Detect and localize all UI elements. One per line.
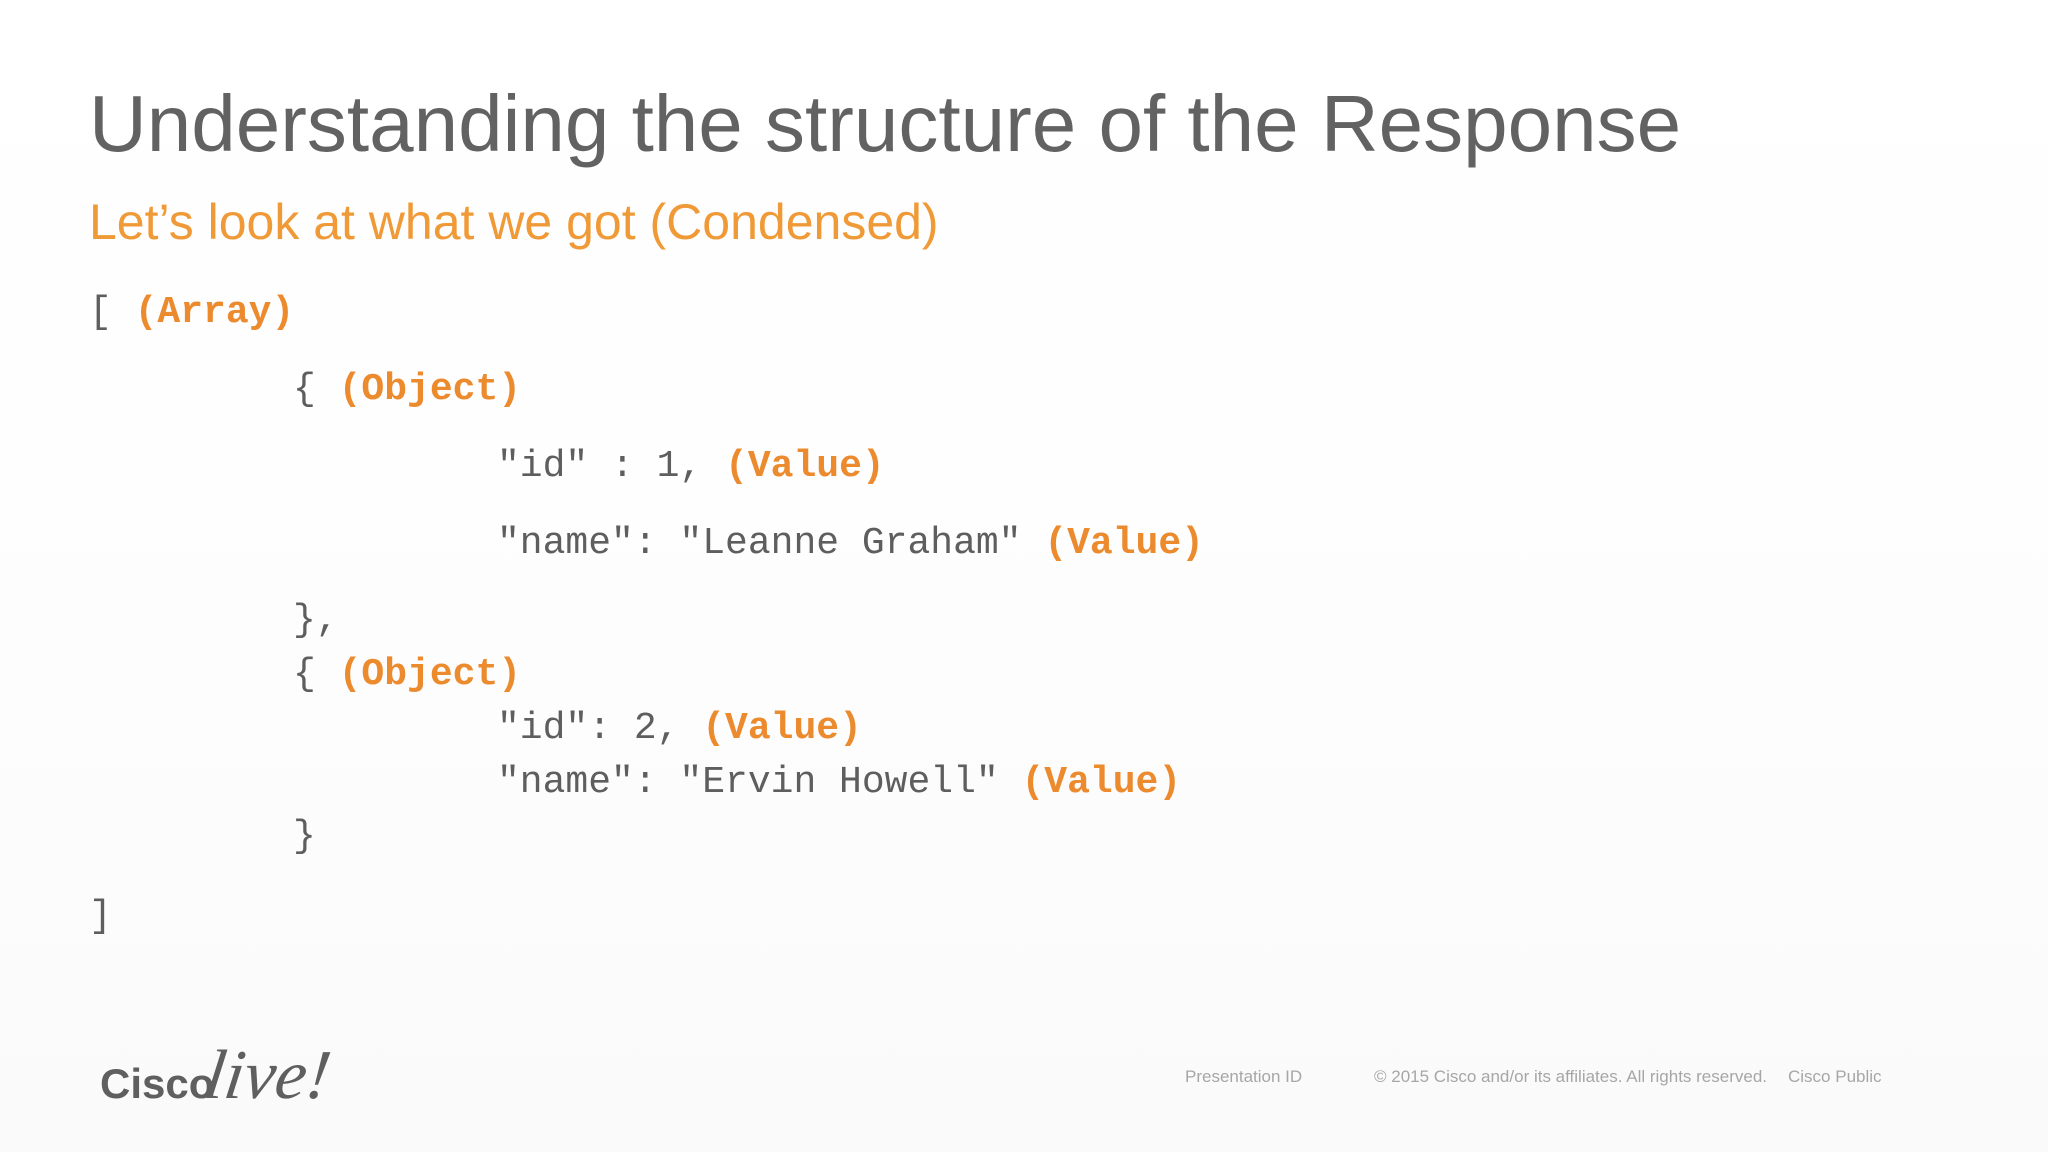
array-open-bracket: [ [89,291,112,334]
object1-name: "name": "Leanne Graham" [497,522,1022,565]
slide-subtitle: Let’s look at what we got (Condensed) [89,194,939,250]
object1-name-annotation: (Value) [1044,522,1204,565]
code-line-object1-id: "id" : 1, (Value) [497,448,885,486]
code-line-object1-name: "name": "Leanne Graham" (Value) [497,525,1204,563]
code-line-object2-open: { (Object) [293,656,521,694]
object1-id: "id" : 1, [497,445,703,488]
object1-open-brace: { [293,368,316,411]
object2-annotation: (Object) [338,653,522,696]
logo-cisco-text: Cisco [100,1060,214,1107]
object2-id-annotation: (Value) [702,707,862,750]
code-line-object2-name: "name": "Ervin Howell" (Value) [497,764,1181,802]
array-annotation: (Array) [134,291,295,334]
code-line-object2-id: "id": 2, (Value) [497,710,862,748]
code-line-array-close: ] [89,895,112,938]
cisco-live-logo: Cisco live! [100,1036,336,1114]
logo-live-text: live! [201,1036,336,1114]
footer-copyright: © 2015 Cisco and/or its affiliates. All … [1374,1067,1768,1086]
footer-presentation-id: Presentation ID [1185,1067,1303,1086]
object1-id-annotation: (Value) [725,445,885,488]
object1-annotation: (Object) [338,368,522,411]
code-line-object1-close: }, [293,599,339,642]
footer-classification: Cisco Public [1788,1067,1882,1086]
slide-title: Understanding the structure of the Respo… [89,79,1682,168]
code-line-array-open: [ (Array) [89,294,294,332]
code-line-object1-open: { (Object) [293,371,521,409]
object2-open-brace: { [293,653,316,696]
code-line-object2-close: } [293,815,316,858]
object2-name-annotation: (Value) [1021,761,1182,804]
object2-id: "id": 2, [497,707,680,750]
object2-name: "name": "Ervin Howell" [497,761,999,804]
